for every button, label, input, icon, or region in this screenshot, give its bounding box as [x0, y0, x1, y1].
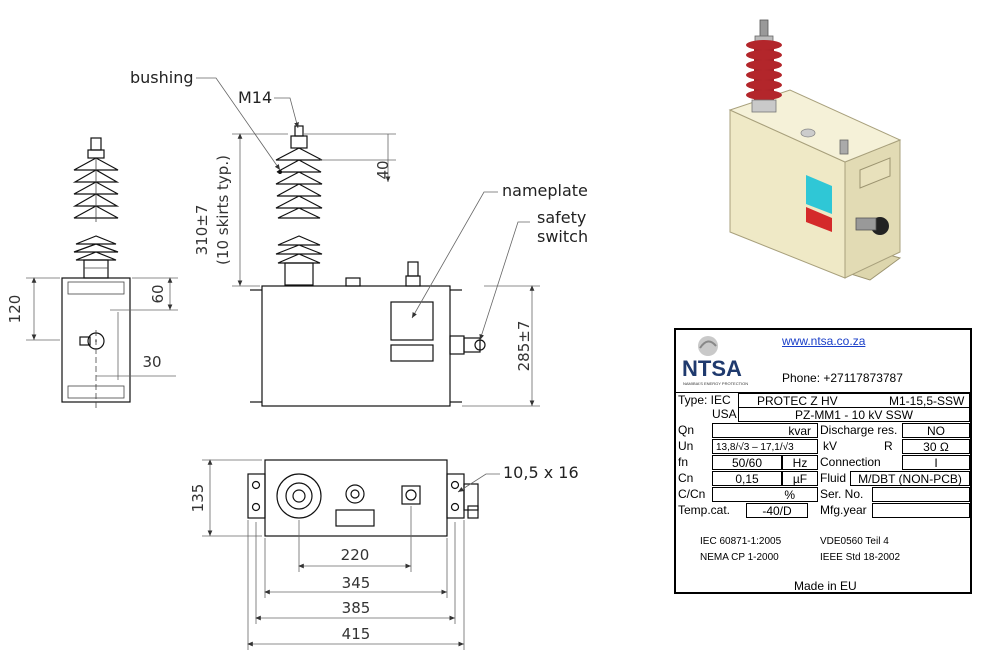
- phone-text: Phone: +27117873787: [782, 371, 903, 385]
- qn-label: Qn: [678, 423, 695, 437]
- dim-60: 60: [149, 284, 167, 303]
- temp-label: Temp.cat.: [678, 503, 731, 517]
- front-nameplate: [390, 301, 434, 341]
- standard-ieee: IEEE Std 18-2002: [820, 552, 901, 563]
- ser-label: Ser. No.: [820, 487, 864, 501]
- logo-text: NTSA: [682, 356, 742, 381]
- r-label: R: [884, 439, 893, 453]
- dim-310: 310±7: [193, 205, 211, 256]
- r-value: 30 Ω: [902, 439, 970, 454]
- made-in: Made in EU: [794, 579, 857, 593]
- label-bushing: bushing: [130, 68, 194, 87]
- label-switch: switch: [537, 227, 588, 246]
- front-tank: [261, 285, 451, 407]
- un-label: Un: [678, 439, 694, 453]
- standard-nema: NEMA CP 1-2000: [700, 552, 779, 563]
- ccn-label: C/Cn: [678, 487, 706, 501]
- dim-385: 385: [342, 599, 371, 617]
- logo-subtext: NAMIBIA'S ENERGY PROTECTION: [683, 381, 749, 386]
- discharge-value: NO: [902, 423, 970, 438]
- discharge-label: Discharge res.: [820, 423, 898, 437]
- standard-vde: VDE0560 Teil 4: [820, 536, 889, 547]
- fn-label: fn: [678, 455, 689, 469]
- qn-unit: kvar: [712, 423, 818, 438]
- cn-unit: µF: [782, 471, 818, 486]
- top-view: 10,5 x 16 135 220 345 385 415: [189, 459, 579, 650]
- dim-415: 415: [342, 625, 371, 643]
- dim-220: 220: [341, 546, 370, 564]
- usa-value: PZ-MM1 - 10 kV SSW: [738, 407, 970, 422]
- mfg-label: Mfg.year: [820, 503, 867, 517]
- type-code-value: M1-15,5-SSW: [889, 394, 965, 408]
- nameplate-card: NTSA NAMIBIA'S ENERGY PROTECTION www.nts…: [674, 328, 972, 594]
- side-bushing-upper: [72, 137, 120, 222]
- usa-label: USA: [712, 407, 737, 421]
- fn-value: 50/60: [712, 455, 782, 470]
- fn-unit: Hz: [782, 455, 818, 470]
- un-value: 13,8/√3 – 17,1/√3: [712, 439, 818, 454]
- connection-label: Connection: [820, 455, 881, 469]
- website-link[interactable]: www.ntsa.co.za: [782, 334, 866, 348]
- front-bushing-lower: [275, 235, 323, 286]
- standard-iec: IEC 60871-1:2005: [700, 536, 782, 547]
- render-nameplate: [806, 175, 832, 214]
- front-safety-switch: [449, 335, 465, 355]
- cn-label: Cn: [678, 471, 694, 485]
- side-view: 120 60 30: [6, 137, 178, 408]
- fluid-value: M/DBT (NON-PCB): [850, 471, 970, 486]
- dim-285: 285±7: [515, 321, 533, 372]
- product-3d-render: [728, 19, 902, 281]
- temp-value: -40/D: [746, 503, 808, 518]
- label-safety: safety: [537, 208, 586, 227]
- dim-10-skirts: (10 skirts typ.): [214, 155, 232, 265]
- type-iec-value: PROTEC Z HV: [757, 394, 838, 408]
- top-bushing: [276, 473, 322, 519]
- dim-120: 120: [6, 295, 24, 324]
- ccn-unit: %: [712, 487, 818, 502]
- un-unit: kV: [823, 439, 838, 453]
- front-view: 310±7 (10 skirts typ.) 40 285±7 bushing …: [130, 68, 588, 407]
- type-label: Type: IEC: [678, 393, 731, 407]
- dim-135: 135: [189, 484, 207, 513]
- front-bushing-upper: [275, 125, 323, 219]
- side-bushing-lower: [73, 235, 119, 279]
- cn-value: 0,15: [712, 471, 782, 486]
- render-bushing: [746, 19, 782, 113]
- connection-value: I: [902, 455, 970, 470]
- label-hole: 10,5 x 16: [503, 463, 579, 482]
- dim-30: 30: [142, 353, 161, 371]
- ntsa-logo: NTSA NAMIBIA'S ENERGY PROTECTION: [680, 334, 749, 390]
- fluid-label: Fluid: [820, 471, 847, 485]
- label-m14: M14: [238, 88, 272, 107]
- dim-40: 40: [374, 160, 392, 179]
- label-nameplate: nameplate: [502, 181, 588, 200]
- dim-345: 345: [342, 574, 371, 592]
